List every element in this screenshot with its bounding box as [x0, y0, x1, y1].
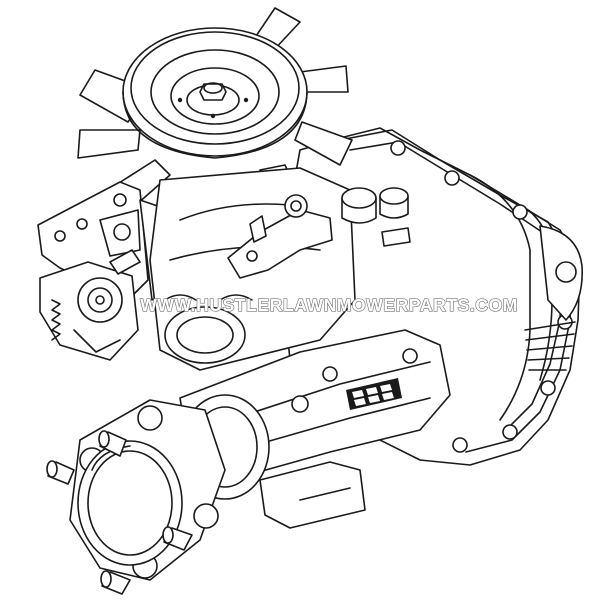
wheel-hub [69, 399, 226, 581]
label-plate [346, 378, 402, 410]
control-arm [227, 194, 333, 279]
lower-housing [259, 461, 366, 529]
brake-spring-assembly [39, 249, 141, 361]
wheel-studs [46, 430, 193, 595]
drive-pulley [122, 27, 308, 159]
watermark: WWW.HUSTLERLAWNMOWERPARTS.COM [140, 295, 518, 315]
fill-caps [341, 187, 411, 247]
